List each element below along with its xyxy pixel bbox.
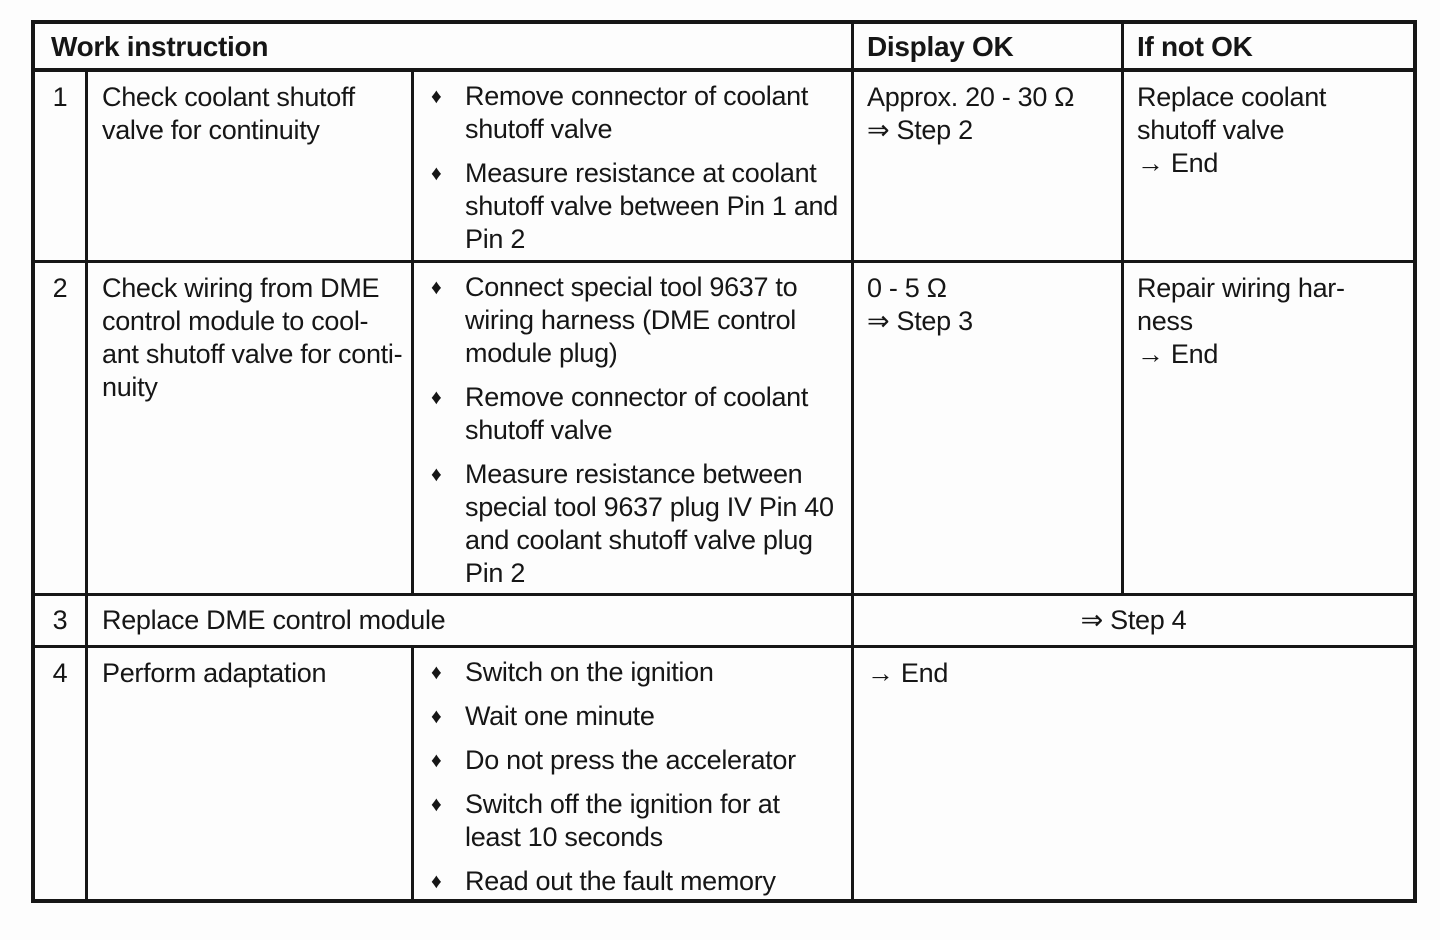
bullet-line: Remove connector of coolant — [465, 81, 809, 111]
bullet-text: Do not press the accelerator — [465, 744, 796, 777]
bullet-text: Switch on the ignition — [465, 656, 714, 689]
bullet-diamond-icon: ♦ — [431, 749, 442, 772]
bullet-diamond-icon: ♦ — [431, 276, 442, 299]
result-cell-merged: → End — [867, 658, 949, 688]
instruction-cell-merged: Replace DME control module — [88, 596, 854, 648]
actions-cell: ♦ Switch on the ignition ♦ Wait one minu… — [414, 648, 854, 899]
header-if-not-ok: If not OK — [1124, 24, 1413, 72]
bullet-line: Wait one minute — [465, 701, 655, 731]
if-not-ok-line: Repair wiring har- — [1137, 273, 1345, 303]
bullet-diamond-icon: ♦ — [431, 85, 442, 108]
step-number: 3 — [35, 596, 88, 648]
if-not-ok-line: → End — [1137, 339, 1219, 369]
bullet-text: Switch off the ignition for at least 10 … — [465, 788, 780, 854]
bullet-text: Measure resistance between special tool … — [465, 458, 834, 590]
bullet-diamond-icon: ♦ — [431, 870, 442, 893]
bullet-line: shutoff valve — [465, 114, 613, 144]
bullet-text: Remove connector of coolant shutoff valv… — [465, 381, 808, 447]
instruction-line: control module to cool- — [102, 306, 369, 336]
header-display-ok: Display OK — [854, 24, 1124, 72]
bullet-text: Measure resistance at coolant shutoff va… — [465, 157, 838, 256]
bullet-line: Switch on the ignition — [465, 657, 714, 687]
display-ok-line: ⇒ Step 2 — [867, 115, 973, 145]
step-number: 2 — [35, 263, 88, 596]
bullet-item: ♦ Connect special tool 9637 to wiring ha… — [429, 271, 843, 370]
bullet-line: Remove connector of coolant — [465, 382, 809, 412]
instruction-line: valve for continuity — [102, 115, 320, 145]
if-not-ok-cell: Repair wiring har- ness → End — [1124, 263, 1413, 596]
display-ok-cell: Approx. 20 - 30 Ω ⇒ Step 2 — [854, 72, 1124, 263]
bullet-item: ♦ Switch off the ignition for at least 1… — [429, 788, 843, 854]
bullet-text: Connect special tool 9637 to wiring harn… — [465, 271, 798, 370]
bullet-line: least 10 seconds — [465, 822, 663, 852]
header-work-instruction: Work instruction — [35, 24, 854, 72]
bullet-item: ♦ Switch on the ignition — [429, 656, 843, 689]
bullet-text: Remove connector of coolant shutoff valv… — [465, 80, 808, 146]
if-not-ok-line: Replace coolant — [1137, 82, 1327, 112]
if-not-ok-line: shutoff valve — [1137, 115, 1285, 145]
bullet-item: ♦ Read out the fault memory — [429, 865, 843, 898]
bullet-diamond-icon: ♦ — [431, 162, 442, 185]
bullet-diamond-icon: ♦ — [431, 463, 442, 486]
bullet-item: ♦ Wait one minute — [429, 700, 843, 733]
bullet-item: ♦ Remove connector of coolant shutoff va… — [429, 381, 843, 447]
bullet-line: shutoff valve — [465, 415, 613, 445]
bullet-item: ♦ Measure resistance between special too… — [429, 458, 843, 590]
bullet-line: module plug) — [465, 338, 618, 368]
bullet-line: Pin 2 — [465, 558, 526, 588]
display-ok-cell: 0 - 5 Ω ⇒ Step 3 — [854, 263, 1124, 596]
bullet-diamond-icon: ♦ — [431, 793, 442, 816]
if-not-ok-cell: Replace coolant shutoff valve → End — [1124, 72, 1413, 263]
bullet-item: ♦ Measure resistance at coolant shutoff … — [429, 157, 843, 256]
step-number: 1 — [35, 72, 88, 263]
step-number: 4 — [35, 648, 88, 899]
bullet-line: Read out the fault memory — [465, 866, 776, 896]
bullet-line: shutoff valve between Pin 1 and — [465, 191, 838, 221]
if-not-ok-line: ness — [1137, 306, 1193, 336]
display-ok-line: ⇒ Step 3 — [867, 306, 973, 336]
bullet-line: Measure resistance at coolant — [465, 158, 817, 188]
instruction-line: Check wiring from DME — [102, 273, 380, 303]
result-cell-merged: ⇒ Step 4 — [854, 596, 1413, 648]
if-not-ok-line: → End — [1137, 148, 1219, 178]
bullet-line: Do not press the accelerator — [465, 745, 796, 775]
bullet-line: wiring harness (DME control — [465, 305, 797, 335]
instruction-cell: Check coolant shutoff valve for continui… — [88, 72, 414, 263]
bullet-diamond-icon: ♦ — [431, 386, 442, 409]
bullet-line: special tool 9637 plug IV Pin 40 — [465, 492, 834, 522]
bullet-text: Read out the fault memory — [465, 865, 776, 898]
work-instruction-table: Work instruction Display OK If not OK 1 … — [31, 20, 1417, 903]
actions-cell: ♦ Remove connector of coolant shutoff va… — [414, 72, 854, 263]
display-ok-line: Approx. 20 - 30 Ω — [867, 82, 1075, 112]
bullet-text: Wait one minute — [465, 700, 655, 733]
bullet-item: ♦ Remove connector of coolant shutoff va… — [429, 80, 843, 146]
instruction-cell: Check wiring from DME control module to … — [88, 263, 414, 596]
bullet-item: ♦ Do not press the accelerator — [429, 744, 843, 777]
actions-cell: ♦ Connect special tool 9637 to wiring ha… — [414, 263, 854, 596]
bullet-line: Measure resistance between — [465, 459, 803, 489]
instruction-cell: Perform adaptation — [88, 648, 414, 899]
bullet-line: and coolant shutoff valve plug — [465, 525, 813, 555]
bullet-diamond-icon: ♦ — [431, 705, 442, 728]
instruction-line: ant shutoff valve for conti- — [102, 339, 403, 369]
bullet-line: Pin 2 — [465, 224, 526, 254]
bullet-line: Connect special tool 9637 to — [465, 272, 798, 302]
instruction-line: nuity — [102, 372, 158, 402]
instruction-line: Check coolant shutoff — [102, 82, 355, 112]
display-ok-line: 0 - 5 Ω — [867, 273, 947, 303]
bullet-line: Switch off the ignition for at — [465, 789, 780, 819]
bullet-diamond-icon: ♦ — [431, 661, 442, 684]
